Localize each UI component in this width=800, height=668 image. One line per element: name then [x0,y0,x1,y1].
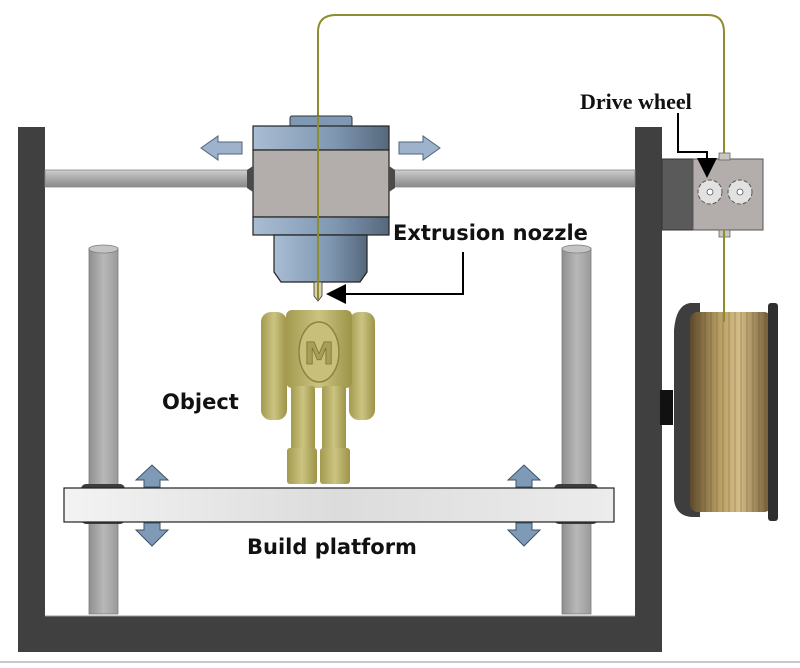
printed-object: M [261,310,375,484]
drive-wheel-left-icon [697,179,723,205]
arrow-left-icon [200,135,243,161]
drive-unit [661,152,764,238]
bearing-left [247,166,253,192]
robot-right-foot [320,448,350,484]
spool-flange-right [768,303,778,521]
head-lower-band [252,216,390,236]
filament-line [317,14,725,320]
robot-right-leg [322,386,346,450]
head-upper-band [252,125,390,151]
bottom-divider [0,661,800,663]
drive-motor [661,158,694,231]
spool-axle [660,390,673,425]
frame-left-post [18,127,45,652]
robot-left-foot [287,448,317,484]
spool-coil-texture [690,312,772,512]
heater-block [273,234,368,283]
robot-right-arm [349,312,375,420]
bearing-right [389,166,395,192]
drive-wheel-pointer-arrow [677,113,717,178]
printer-frame [18,127,662,652]
label-extrusion-nozzle: Extrusion nozzle [393,221,588,245]
filament-spool [674,303,778,521]
guide-rod-left [88,244,119,615]
arrow-updown-left-icon [134,464,170,547]
nozzle-pointer-arrow [326,252,464,304]
arrow-updown-right-icon [506,464,542,547]
filament-guide-top [718,152,731,161]
robot-left-leg [291,386,315,450]
label-object: Object [162,390,239,414]
robot-emblem-letter: M [304,337,334,372]
frame-right-post [635,127,662,652]
label-build-platform: Build platform [247,535,417,559]
build-platform [63,484,615,524]
robot-left-arm [261,312,287,420]
guide-rod-right [561,244,592,615]
print-head [247,115,395,302]
platform-plate [63,487,615,523]
arrow-right-icon [398,135,441,161]
drive-wheel-right-icon [727,179,753,205]
robot-emblem [298,321,340,383]
frame-base [18,616,662,652]
label-drive-wheel: Drive wheel [580,89,692,114]
head-body [252,149,390,218]
